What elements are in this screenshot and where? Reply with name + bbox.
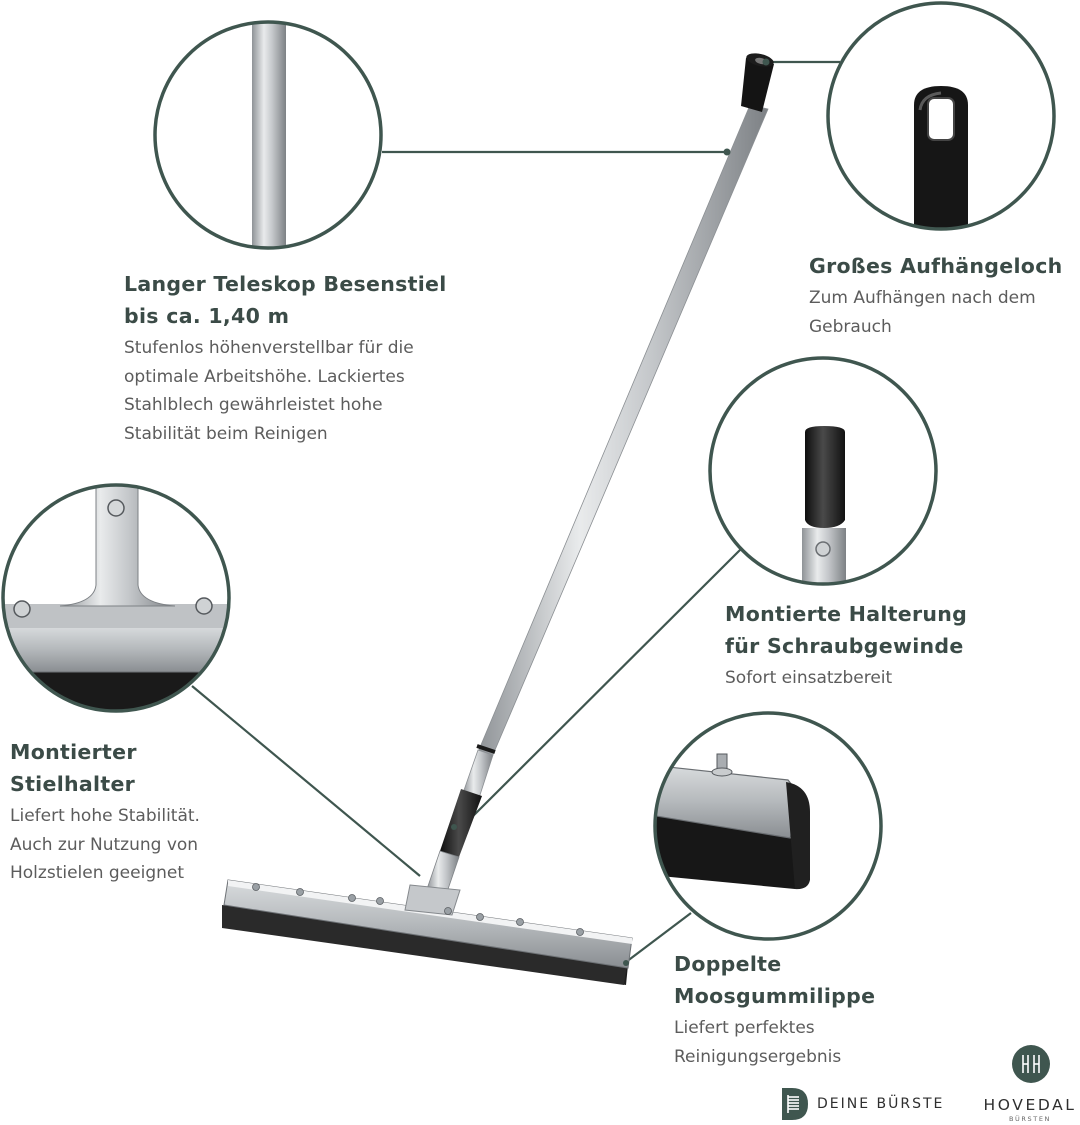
feature-stielhalter: Montierter Stielhalter Liefert hohe Stab… bbox=[10, 736, 250, 888]
feature-description: Zum Aufhängen nach dem Gebrauch bbox=[809, 284, 1074, 341]
feature-title: Doppelte Moosgummilippe bbox=[674, 948, 934, 1012]
anchor-dot bbox=[762, 58, 770, 66]
brand-hovedal: HOVEDAL BÜRSTEN bbox=[980, 1044, 1080, 1123]
feature-hanging-hole: Großes Aufhängeloch Zum Aufhängen nach d… bbox=[809, 250, 1074, 341]
title-line: Moosgummilippe bbox=[674, 984, 876, 1008]
feature-title: Langer Teleskop Besenstiel bis ca. 1,40 … bbox=[124, 268, 484, 332]
hovedal-logo-icon bbox=[1012, 1045, 1050, 1083]
desc-line: Gebrauch bbox=[809, 316, 892, 337]
squeegee-head bbox=[222, 879, 633, 985]
brand-deine-buerste: DEINE BÜRSTE bbox=[778, 1086, 944, 1122]
desc-line: Zum Aufhängen nach dem bbox=[809, 288, 1036, 308]
brand-subtitle: BÜRSTEN bbox=[1009, 1115, 1051, 1123]
zoom-circle-stielhalter bbox=[1, 483, 231, 713]
desc-line: Liefert hohe Stabilität. bbox=[10, 806, 200, 826]
desc-line: Stufenlos höhenverstellbar für die bbox=[124, 338, 414, 358]
zoom-circle-rubber-lip bbox=[653, 711, 883, 941]
deine-buerste-logo-icon bbox=[782, 1088, 808, 1120]
desc-line: Sofort einsatzbereit bbox=[725, 668, 893, 688]
feature-description: Liefert perfektes Reinigungsergebnis bbox=[674, 1014, 934, 1071]
desc-line: Reinigungsergebnis bbox=[674, 1046, 842, 1067]
feature-thread-holder: Montierte Halterung für Schraubgewinde S… bbox=[725, 598, 1055, 693]
title-line: bis ca. 1,40 m bbox=[124, 304, 290, 328]
zoom-circle-thread-holder bbox=[708, 356, 938, 586]
title-line: Montierte Halterung bbox=[725, 602, 968, 626]
desc-line: Stahlblech gewährleistet hohe bbox=[124, 395, 383, 415]
desc-line: optimale Arbeitshöhe. Lackiertes bbox=[124, 366, 405, 387]
anchor-dot bbox=[723, 148, 731, 156]
zoom-circle-hanging-hole bbox=[826, 1, 1056, 231]
title-line: für Schraubgewinde bbox=[725, 634, 964, 658]
brand-name: DEINE BÜRSTE bbox=[817, 1096, 945, 1112]
desc-line: Holzstielen geeignet bbox=[10, 863, 185, 883]
callout-lines bbox=[191, 60, 840, 963]
title-line: Doppelte bbox=[674, 952, 782, 976]
desc-line: Liefert perfektes bbox=[674, 1018, 815, 1038]
desc-line: Auch zur Nutzung von bbox=[10, 834, 199, 855]
feature-description: Stufenlos höhenverstellbar für die optim… bbox=[124, 334, 484, 448]
feature-title: Großes Aufhängeloch bbox=[809, 250, 1074, 282]
zoom-circle-handle bbox=[153, 20, 383, 250]
title-line: Langer Teleskop Besenstiel bbox=[124, 272, 447, 296]
title-line: Montierter bbox=[10, 740, 137, 764]
brand-name: HOVEDAL bbox=[983, 1096, 1077, 1114]
desc-line: Stabilität beim Reinigen bbox=[124, 423, 328, 444]
title-line: Stielhalter bbox=[10, 772, 136, 796]
title-line: Großes Aufhängeloch bbox=[809, 254, 1063, 278]
feature-telescope-handle: Langer Teleskop Besenstiel bis ca. 1,40 … bbox=[124, 268, 484, 448]
feature-rubber-lip: Doppelte Moosgummilippe Liefert perfekte… bbox=[674, 948, 934, 1071]
feature-description: Liefert hohe Stabilität. Auch zur Nutzun… bbox=[10, 802, 250, 888]
feature-title: Montierte Halterung für Schraubgewinde bbox=[725, 598, 1055, 662]
feature-description: Sofort einsatzbereit bbox=[725, 664, 1055, 693]
feature-title: Montierter Stielhalter bbox=[10, 736, 250, 800]
